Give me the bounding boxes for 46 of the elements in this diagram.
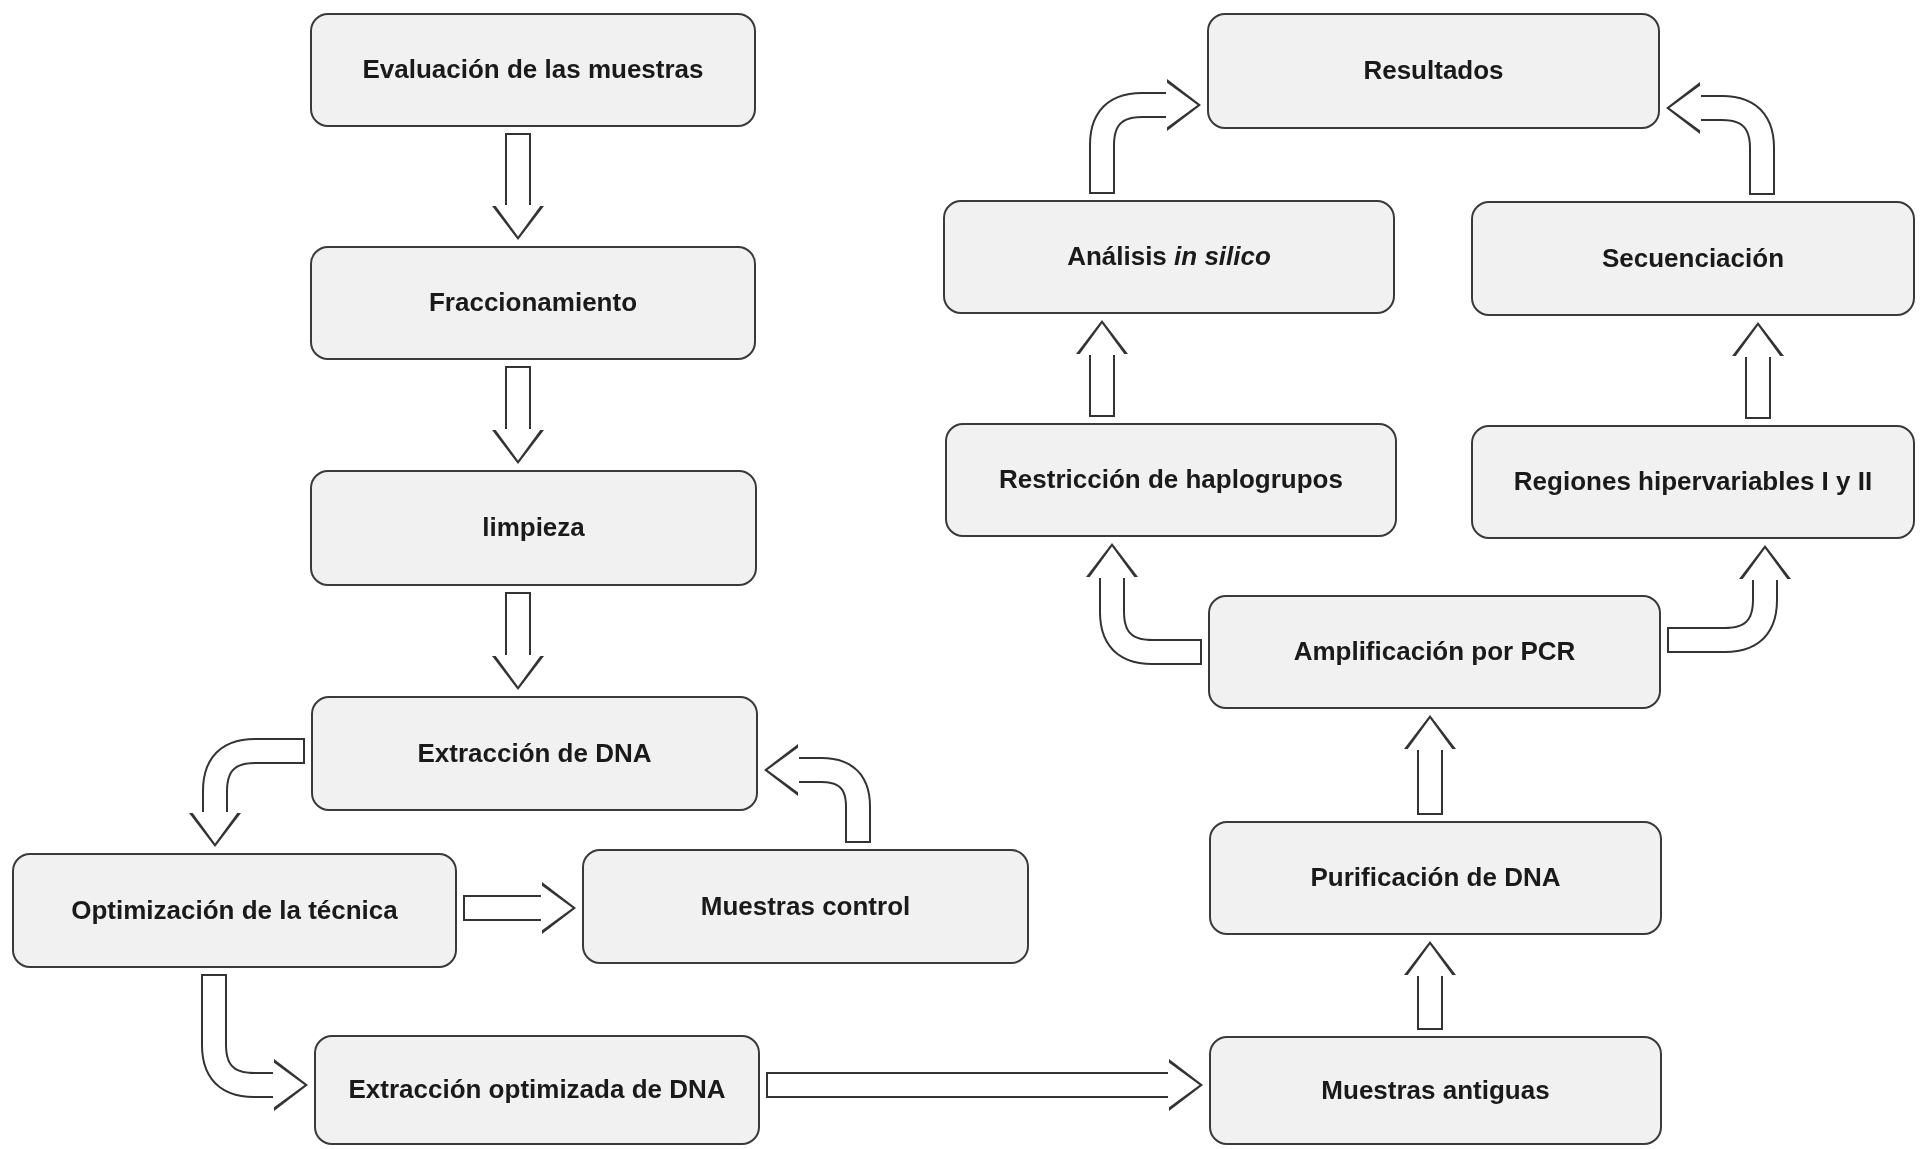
block-arrow (492, 592, 544, 690)
process-box (1209, 1036, 1662, 1145)
process-box (582, 849, 1029, 964)
block-arrow (764, 744, 871, 843)
block-arrow (1667, 545, 1791, 653)
node-label: Extracción optimizada de DNA (348, 1073, 726, 1107)
node-label: Muestras control (700, 889, 911, 923)
block-arrow (766, 1059, 1203, 1111)
block-arrow (492, 366, 544, 464)
node-label: Restricción de haplogrupos (999, 463, 1343, 497)
node-label: limpieza (482, 511, 585, 545)
node-label: Secuenciación (1601, 241, 1785, 275)
node-label: Resultados (1363, 54, 1504, 88)
process-box (314, 1035, 760, 1145)
block-arrow (1076, 320, 1128, 417)
block-arrow (463, 882, 576, 934)
node-label: Análisis in silico (1067, 240, 1271, 274)
block-arrow (492, 133, 544, 240)
node-label: Amplificación por PCR (1293, 635, 1576, 669)
node-label: Muestras antiguas (1321, 1073, 1550, 1107)
process-box (310, 470, 757, 586)
process-box (945, 423, 1397, 537)
process-box (311, 696, 758, 811)
process-box (310, 13, 756, 127)
block-arrow (1404, 941, 1456, 1030)
process-box (1209, 821, 1662, 935)
process-box (943, 200, 1395, 314)
node-label: Purificación de DNA (1310, 861, 1561, 895)
process-box (1208, 595, 1661, 709)
node-label: Optimización de la técnica (71, 893, 398, 927)
node-label: Fraccionamiento (428, 286, 638, 320)
block-arrow (201, 974, 308, 1111)
block-arrow (189, 738, 305, 847)
block-arrow (1086, 543, 1202, 665)
node-label: Extracción de DNA (417, 736, 652, 770)
block-arrow (1404, 715, 1456, 815)
node-label: Regiones hipervariables I y II (1513, 465, 1873, 499)
process-box (12, 853, 457, 968)
process-box (1207, 13, 1660, 129)
process-box (1471, 201, 1915, 316)
block-arrow (1089, 79, 1201, 194)
process-box (310, 246, 756, 360)
block-arrow (1666, 82, 1775, 195)
block-arrow (1732, 322, 1784, 419)
process-box (1471, 425, 1915, 539)
node-label: Evaluación de las muestras (362, 53, 704, 87)
